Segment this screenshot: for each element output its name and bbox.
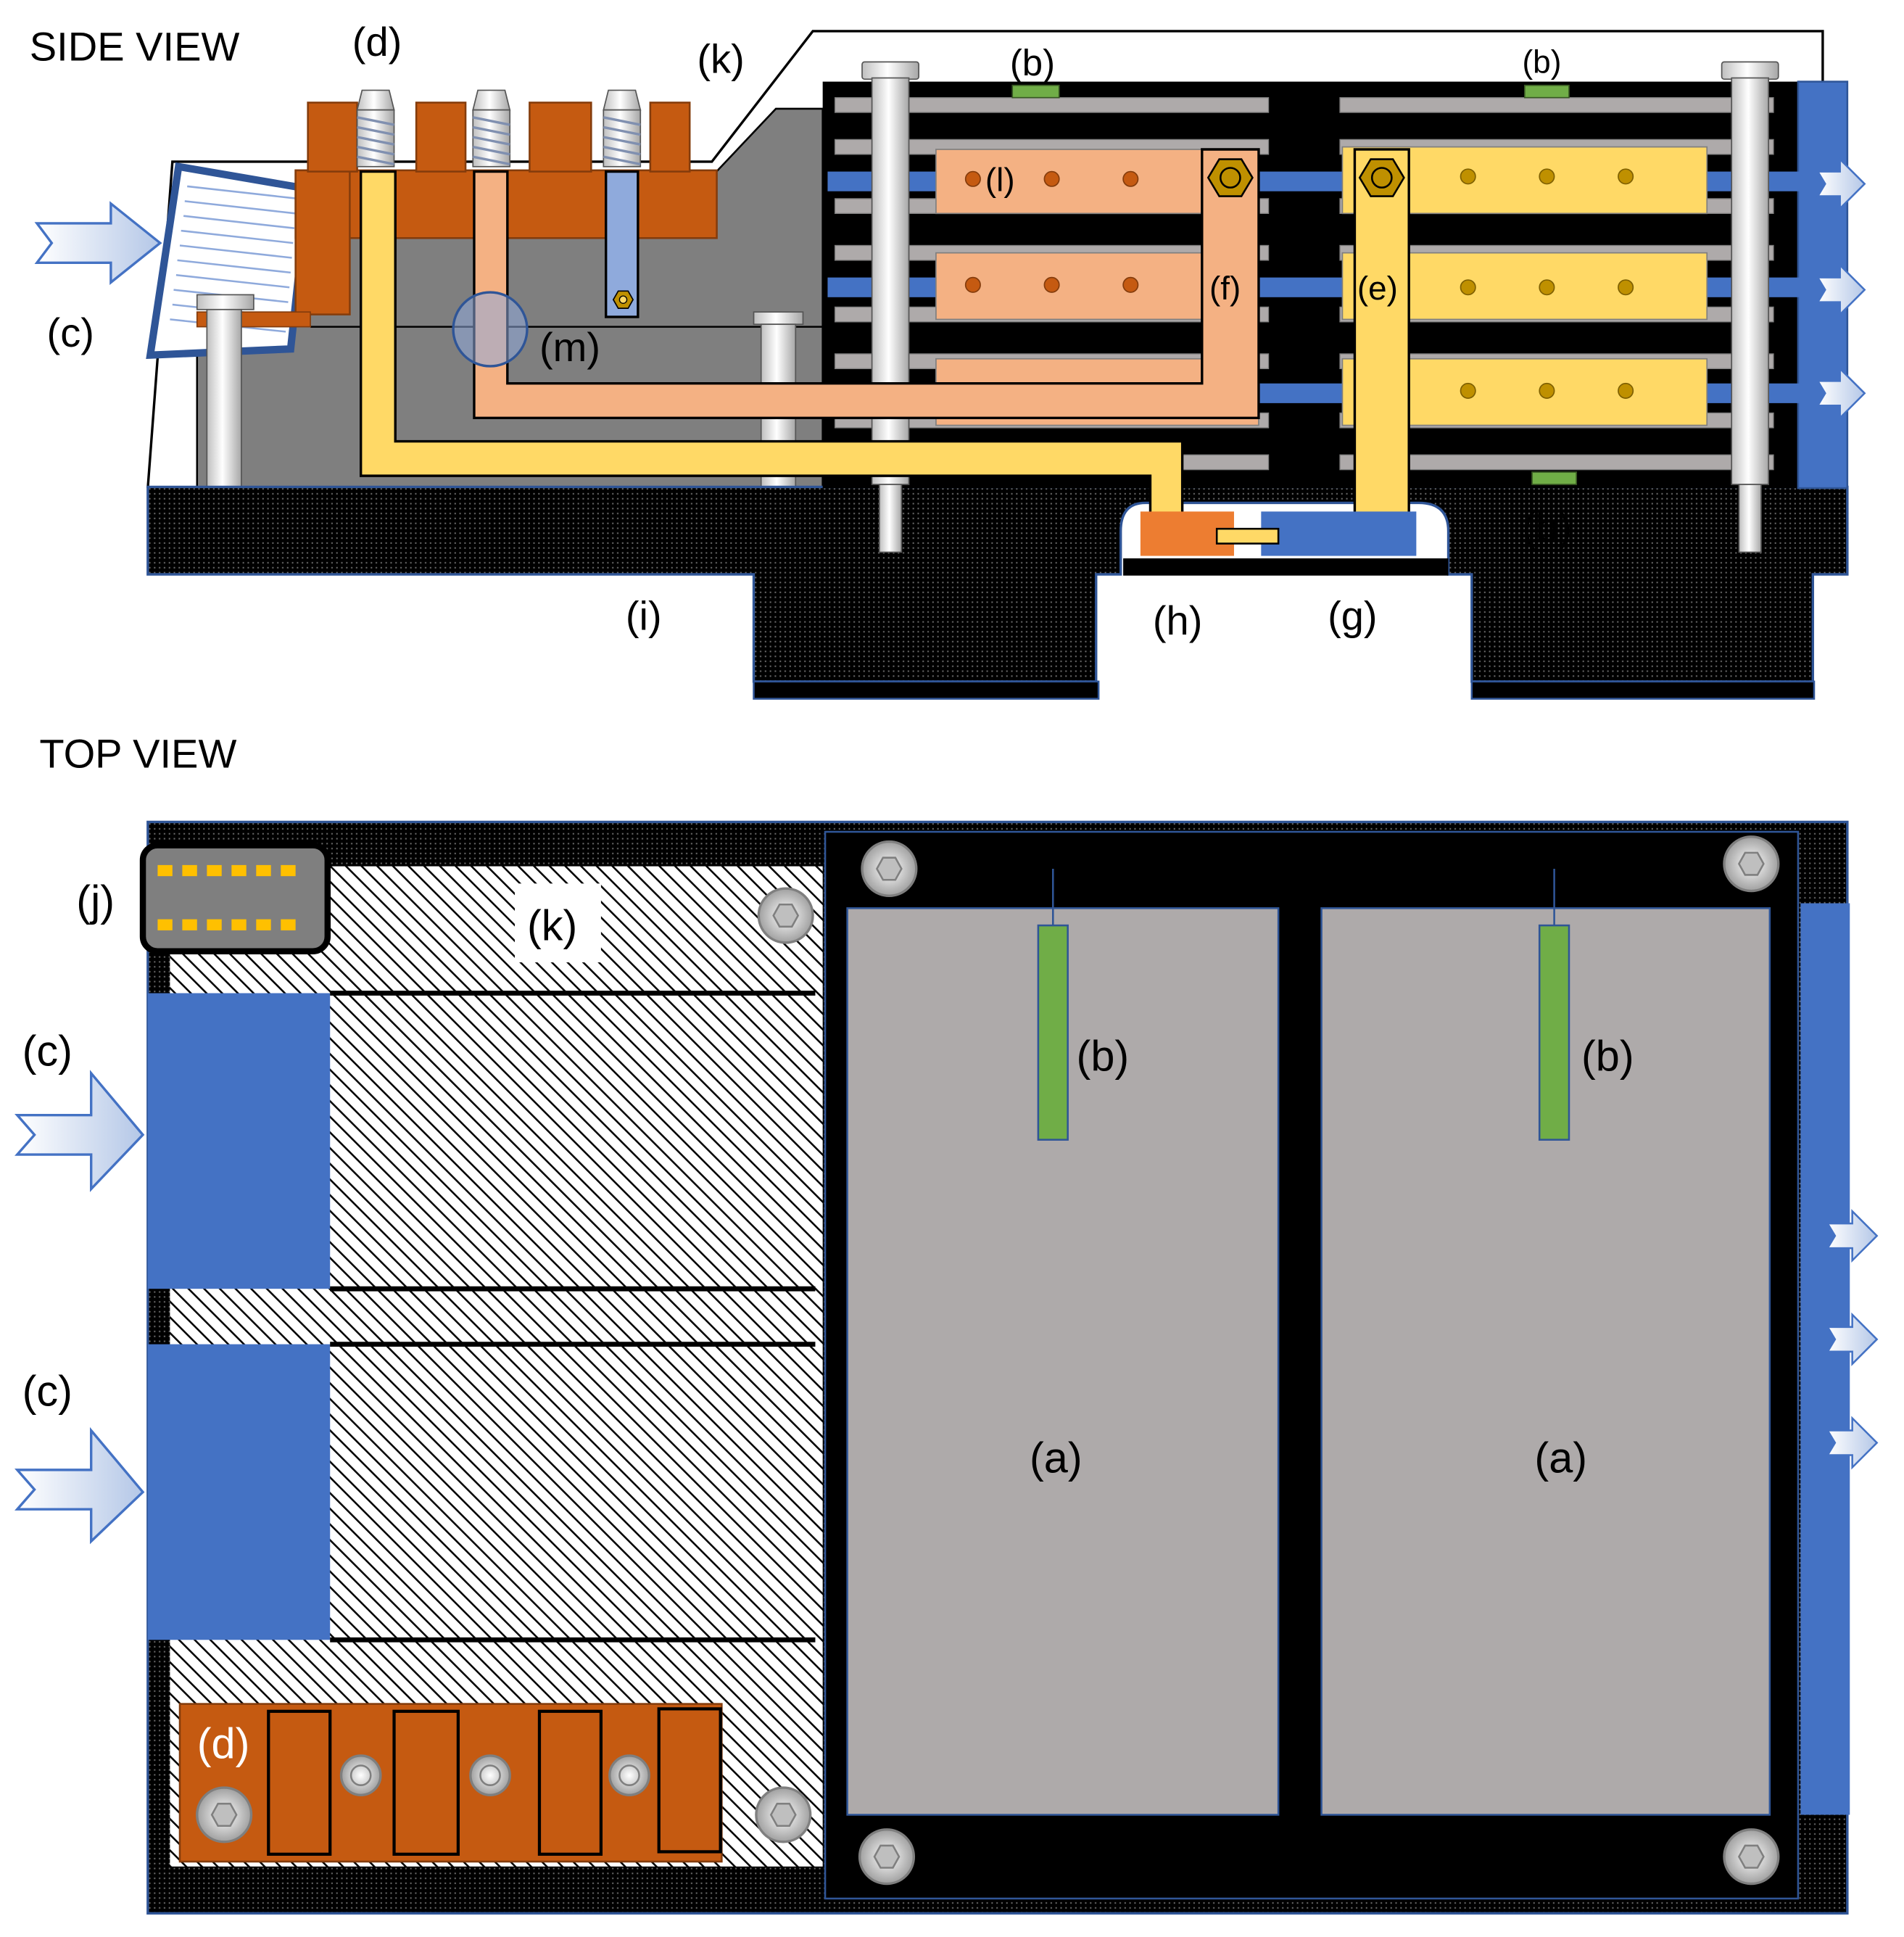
sensor-circle	[452, 291, 529, 368]
label-k-top: (k)	[527, 901, 577, 949]
inlet-arrows-top	[15, 1070, 145, 1545]
yellow-vertical-busbar	[1353, 148, 1410, 550]
top-view-title: TOP VIEW	[39, 731, 236, 777]
label-m-side: (m)	[539, 324, 600, 370]
salmon-busbar	[473, 148, 1260, 419]
label-e-side: (e)	[1357, 269, 1398, 307]
label-b-side-3: (b)	[1522, 504, 1572, 550]
label-i-side: (i)	[626, 592, 662, 638]
divider-lines	[330, 991, 816, 1643]
threaded-studs	[356, 89, 642, 168]
label-c-top-1: (c)	[22, 1027, 73, 1075]
label-f-side: (f)	[1209, 269, 1241, 307]
side-view-title: SIDE VIEW	[30, 24, 240, 70]
label-b-top-1: (b)	[1077, 1032, 1130, 1081]
green-strip-right	[1538, 924, 1570, 1141]
blue-inlet-1	[147, 993, 331, 1289]
label-c-top-2: (c)	[22, 1367, 73, 1416]
green-strip-left	[1037, 924, 1069, 1141]
label-b-side-2: (b)	[1522, 45, 1561, 80]
label-c-side: (c)	[47, 310, 94, 355]
filter-pad	[146, 162, 312, 360]
label-b-side-1: (b)	[1010, 42, 1055, 83]
label-j-top: (j)	[76, 877, 115, 925]
label-h-side: (h)	[1153, 598, 1203, 643]
base-plate	[146, 485, 1849, 683]
label-a-top-1: (a)	[1030, 1433, 1083, 1482]
hex-nut-icon	[1206, 158, 1405, 197]
copper-terminal-top	[178, 1703, 723, 1863]
label-d-top: (d)	[197, 1719, 250, 1767]
label-b-top-2: (b)	[1581, 1032, 1634, 1081]
blue-inlet-2	[147, 1344, 331, 1640]
label-k-side: (k)	[697, 36, 744, 82]
label-a-top-2: (a)	[1534, 1433, 1587, 1482]
green-thermal-pads	[1011, 84, 1578, 485]
connector-h-g	[1140, 511, 1417, 556]
yellow-cell-dots	[1460, 168, 1634, 399]
label-d-side: (d)	[352, 19, 402, 65]
outlet-arrows-side	[1816, 157, 1866, 421]
stack-bolts	[861, 61, 1779, 553]
inlet-arrow-side	[34, 201, 162, 285]
outlet-arrows-top	[1826, 1209, 1879, 1470]
label-g-side: (g)	[1328, 592, 1378, 638]
hex-socket-bolts	[196, 835, 1780, 1886]
label-l-side: (l)	[985, 161, 1015, 199]
small-nut-icon	[612, 290, 634, 309]
connector-j	[139, 842, 331, 955]
salmon-cell-dots	[964, 170, 1139, 293]
top-blue-outlet	[1800, 903, 1850, 1815]
